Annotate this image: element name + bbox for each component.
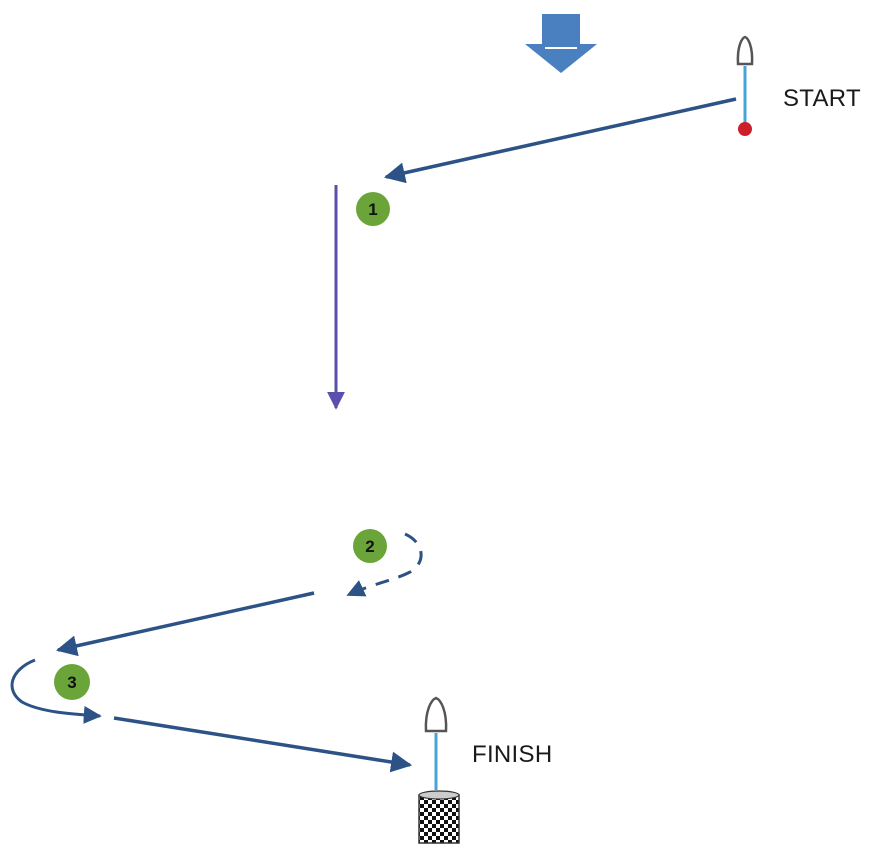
mark-1: 1 xyxy=(356,192,390,226)
start-label: START xyxy=(783,85,861,112)
finish-committee-boat-icon xyxy=(424,696,448,790)
rounding-path-mark-3 xyxy=(10,658,102,724)
course-leg-mark-2-to-mark-3 xyxy=(55,591,315,657)
mark-1-number: 1 xyxy=(368,200,377,219)
checkered-flag-buoy-icon xyxy=(418,790,460,844)
mark-2-number: 2 xyxy=(365,537,374,556)
course-leg-mark-3-to-finish xyxy=(113,716,413,773)
rounding-path-mark-2 xyxy=(346,532,423,597)
wind-arrow-icon xyxy=(525,14,597,73)
mark-3: 3 xyxy=(54,664,90,700)
finish-label: FINISH xyxy=(472,741,553,768)
mark-2: 2 xyxy=(353,529,387,563)
course-leg-start-to-mark-1 xyxy=(383,97,737,184)
start-committee-boat-icon xyxy=(736,35,754,126)
mark-3-number: 3 xyxy=(67,673,76,692)
pin-buoy-icon xyxy=(738,122,752,136)
